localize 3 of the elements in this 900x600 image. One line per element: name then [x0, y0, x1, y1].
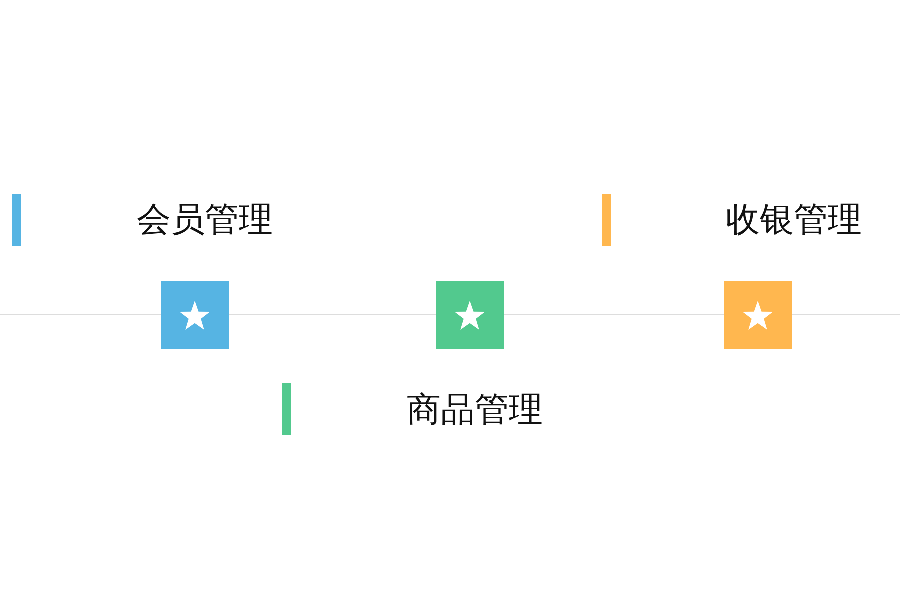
heading-text: 会员管理	[137, 200, 273, 240]
heading-text: 商品管理	[407, 390, 543, 430]
heading-text: 收银管理	[726, 200, 862, 240]
